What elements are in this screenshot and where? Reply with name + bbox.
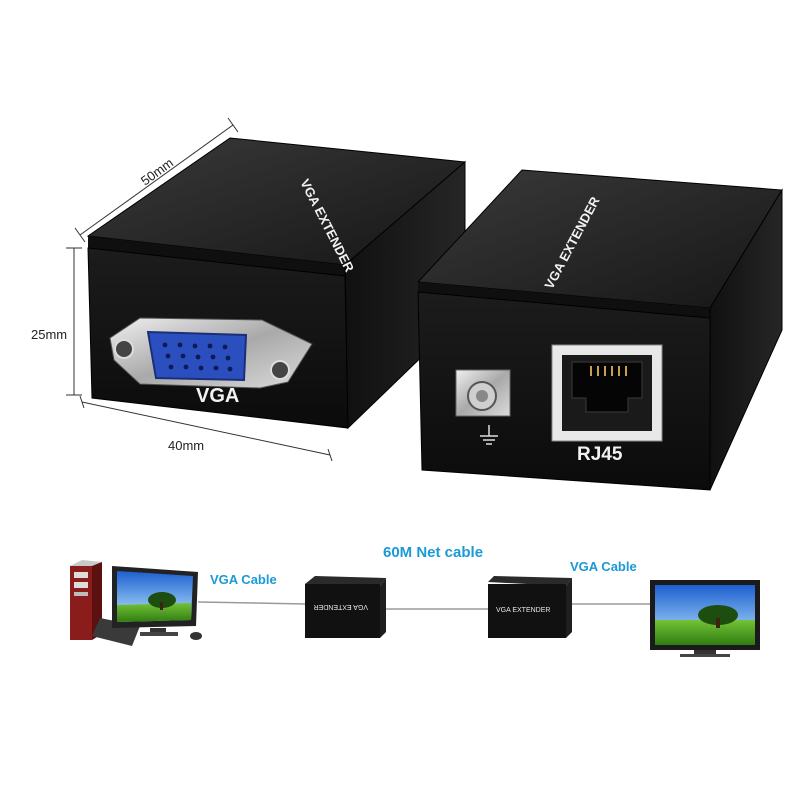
rj45-port — [551, 344, 663, 442]
pc-tower-icon — [70, 560, 102, 640]
rj45-port-label: RJ45 — [577, 444, 623, 465]
receiver-top-lip — [418, 282, 710, 318]
connection-diagram: VGA EXTENDER VGA EXTENDER VGA Cable 60M … — [70, 544, 760, 657]
height-dimension-label: 25mm — [31, 327, 67, 342]
width-dimension-label: 40mm — [168, 438, 204, 453]
vga-port-label: VGA — [196, 385, 239, 407]
computer-monitor-icon — [112, 566, 198, 636]
receiver-unit: VGA EXTENDER RJ45 — [416, 169, 783, 491]
ground-terminal — [455, 369, 511, 445]
screw-icon — [270, 360, 290, 380]
right-vga-cable-label: VGA Cable — [570, 559, 637, 574]
diagram-transmitter-box: VGA EXTENDER — [305, 576, 386, 638]
screw-icon — [114, 339, 134, 359]
tv-monitor-icon — [650, 580, 760, 657]
vga-connector — [109, 317, 313, 389]
transmitter-top-lip — [88, 236, 345, 276]
net-cable-label: 60M Net cable — [383, 544, 483, 561]
mouse-icon — [190, 632, 202, 640]
ground-symbol-icon — [480, 425, 498, 445]
dimension-lines — [66, 117, 333, 462]
left-vga-cable-label: VGA Cable — [210, 572, 277, 587]
diagram-receiver-box: VGA EXTENDER — [488, 576, 572, 638]
diagram-receiver-label: VGA EXTENDER — [496, 607, 550, 614]
diagram-transmitter-label: VGA EXTENDER — [314, 603, 368, 610]
transmitter-unit: VGA EXTENDER VGA — [86, 137, 467, 430]
cable-lines — [197, 601, 656, 610]
receiver-side-face — [709, 188, 783, 491]
